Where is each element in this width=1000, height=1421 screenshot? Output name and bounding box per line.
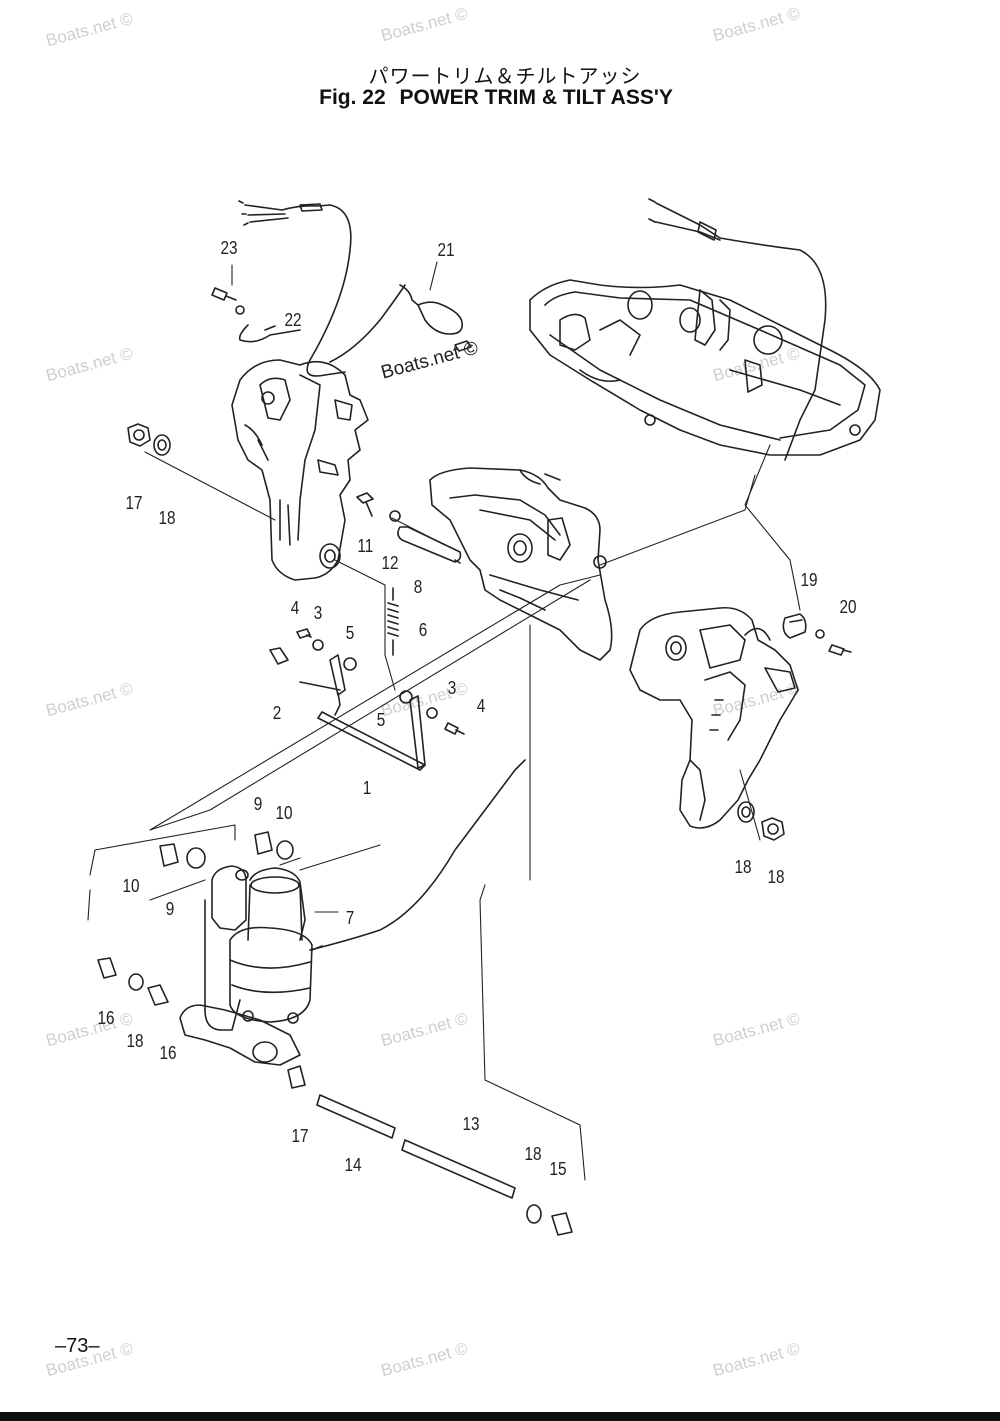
callout-23: 23 <box>220 238 238 258</box>
callout-10: 10 <box>275 803 293 823</box>
manual-tilt-lever <box>269 628 465 771</box>
callout-19: 19 <box>800 570 818 590</box>
figure-label: Fig. 22 <box>319 86 386 109</box>
callout-16: 17 <box>291 1126 309 1146</box>
spring-6 <box>387 587 399 656</box>
page-number: –73– <box>55 1335 100 1357</box>
scan-border <box>0 1412 1000 1421</box>
callout-17-right: 18 <box>767 867 785 887</box>
callout-22: 22 <box>284 310 302 330</box>
callout-20: 20 <box>839 597 857 617</box>
callout-5b: 5 <box>376 710 386 730</box>
callout-16-left: 16 <box>159 1043 177 1063</box>
bushings-9-10 <box>159 831 294 869</box>
nut-washer-right <box>737 801 785 841</box>
nut-washer-left <box>127 423 171 456</box>
callout-1: 1 <box>362 778 372 798</box>
callout-10-left: 10 <box>122 876 140 896</box>
swivel-bracket-top <box>529 279 881 456</box>
callout-7: 7 <box>345 908 355 928</box>
callout-14: 14 <box>344 1155 362 1175</box>
callout-18-left: 18 <box>126 1031 144 1051</box>
trim-sender-cable <box>238 284 472 363</box>
wire-harness-left <box>238 200 352 377</box>
callout-9-left: 9 <box>165 899 175 919</box>
callout-3b: 3 <box>447 678 457 698</box>
tilt-shafts <box>287 1065 573 1236</box>
callout-18-bottom: 18 <box>524 1144 542 1164</box>
bolt-23 <box>211 287 245 315</box>
callout-12: 12 <box>381 553 399 573</box>
stern-bracket-right <box>629 606 799 829</box>
callout-9: 9 <box>253 794 263 814</box>
power-trim-unit <box>179 759 526 1066</box>
callout-5: 5 <box>345 623 355 643</box>
callout-4: 4 <box>290 598 300 618</box>
callout-11: 11 <box>357 536 374 556</box>
callout-2: 2 <box>272 703 282 723</box>
swivel-casting-center <box>429 467 613 661</box>
figure-title: POWER TRIM & TILT ASS'Y <box>399 86 673 109</box>
bolt-washer-pin <box>356 492 462 564</box>
callout-18-right: 18 <box>734 857 752 877</box>
stern-bracket-left <box>231 359 369 581</box>
callout-15-left: 16 <box>97 1008 115 1028</box>
callout-13: 13 <box>462 1114 480 1134</box>
bushings-left <box>97 957 169 1006</box>
callout-15: 15 <box>549 1159 567 1179</box>
wire-harness-right <box>648 198 827 461</box>
title-english: Fig. 22 POWER TRIM & TILT ASS'Y <box>0 86 1000 110</box>
callout-6: 6 <box>418 620 428 640</box>
leader-lines <box>87 261 801 1181</box>
callout-18: 18 <box>158 508 176 528</box>
callout-3: 3 <box>313 603 323 623</box>
callout-4b: 4 <box>476 696 486 716</box>
callout-17: 17 <box>125 493 143 513</box>
callout-21: 21 <box>437 240 455 260</box>
callout-8: 8 <box>413 577 423 597</box>
title-japanese: パワートリム＆チルトアッシ <box>368 64 642 88</box>
cable-clip-19 <box>782 613 852 656</box>
